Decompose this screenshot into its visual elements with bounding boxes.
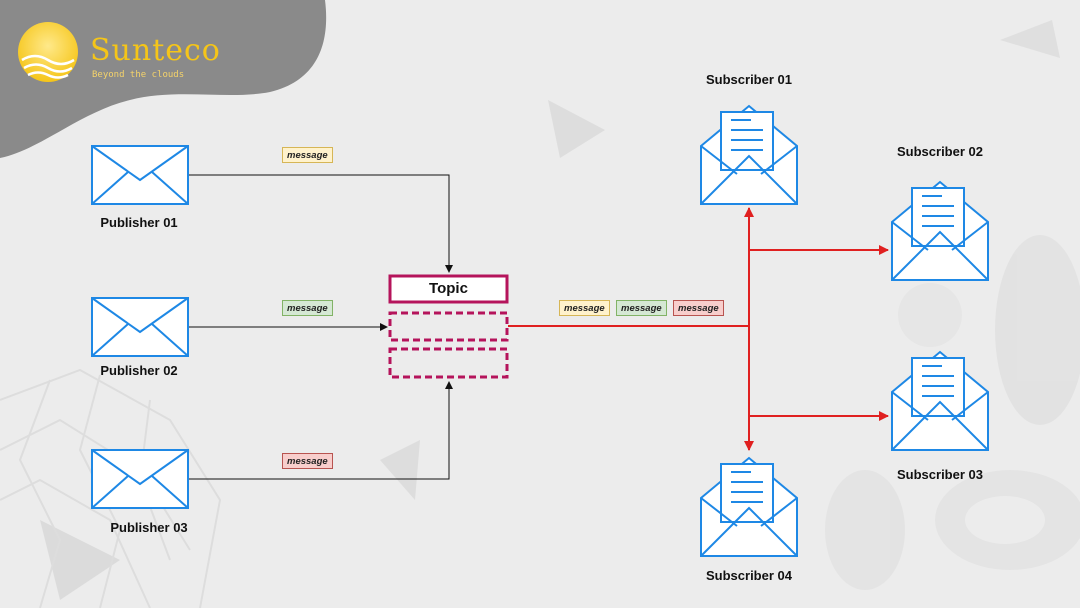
publisher-label: Publisher 02	[100, 363, 178, 378]
connector-publisher-01	[188, 174, 453, 273]
topic-partition-1	[388, 311, 509, 342]
message-tag: message	[559, 300, 610, 316]
connector-publisher-03	[188, 381, 453, 480]
subscriber-label: Subscriber 04	[706, 568, 792, 583]
open-envelope-icon	[891, 350, 989, 451]
message-tag: message	[282, 453, 333, 469]
topic-block	[388, 274, 509, 379]
envelope-icon	[91, 297, 189, 357]
subscriber-connectors	[508, 207, 889, 451]
publisher-connectors	[188, 174, 453, 480]
message-tag: message	[616, 300, 667, 316]
open-envelope-icon	[700, 104, 798, 205]
subscriber-label: Subscriber 01	[706, 72, 792, 87]
message-tag: message	[673, 300, 724, 316]
publisher-label: Publisher 01	[100, 215, 178, 230]
open-envelope-icon	[891, 180, 989, 281]
brand-name: Sunteco	[90, 33, 221, 68]
brand-tagline: Beyond the clouds	[92, 70, 185, 80]
envelope-icon	[91, 449, 189, 509]
background-decorations	[0, 20, 1080, 608]
sun-logo-icon	[18, 22, 78, 82]
message-tag: message	[282, 147, 333, 163]
message-tag: message	[282, 300, 333, 316]
header-blob	[0, 0, 327, 158]
topic-header-box	[388, 274, 509, 304]
publisher-label: Publisher 03	[110, 520, 188, 535]
open-envelope-icon	[700, 456, 798, 557]
subscriber-label: Subscriber 03	[897, 467, 983, 482]
topic-partition-2	[388, 347, 509, 379]
subscriber-label: Subscriber 02	[897, 144, 983, 159]
topic-label: Topic	[429, 280, 468, 297]
envelope-icon	[91, 145, 189, 205]
